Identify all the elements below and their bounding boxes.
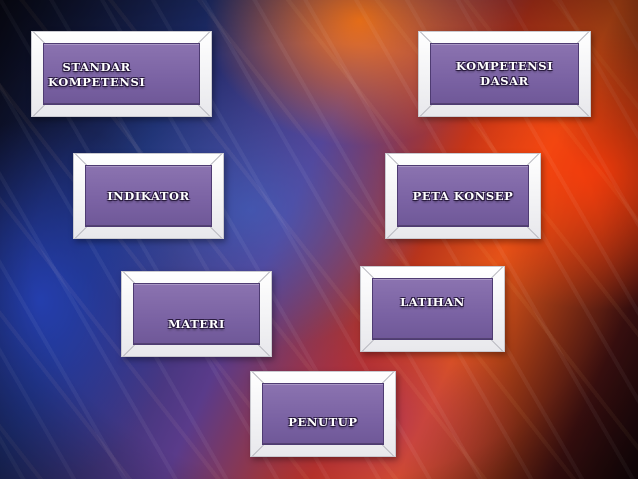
button-face: STANDAR KOMPETENSI	[43, 43, 200, 105]
button-face: INDIKATOR	[85, 165, 212, 227]
button-label: PENUTUP	[288, 415, 358, 429]
penutup-button[interactable]: PENUTUP	[250, 371, 396, 457]
peta-konsep-button[interactable]: PETA KONSEP	[385, 153, 541, 239]
standar-kompetensi-button[interactable]: STANDAR KOMPETENSI	[31, 31, 212, 117]
materi-button[interactable]: MATERI	[121, 271, 272, 357]
button-label: PETA KONSEP	[412, 188, 514, 203]
button-face: LATIHAN	[372, 278, 493, 340]
button-label: STANDAR KOMPETENSI	[48, 60, 146, 89]
button-face: KOMPETENSI DASAR	[430, 43, 579, 105]
button-label: INDIKATOR	[107, 188, 190, 203]
indikator-button[interactable]: INDIKATOR	[73, 153, 224, 239]
button-face: MATERI	[133, 283, 260, 345]
kompetensi-dasar-button[interactable]: KOMPETENSI DASAR	[418, 31, 591, 117]
button-face: PENUTUP	[262, 383, 384, 445]
button-label: KOMPETENSI DASAR	[455, 59, 554, 88]
button-label: MATERI	[168, 317, 225, 331]
latihan-button[interactable]: LATIHAN	[360, 266, 505, 352]
button-label: LATIHAN	[400, 295, 465, 309]
button-face: PETA KONSEP	[397, 165, 529, 227]
